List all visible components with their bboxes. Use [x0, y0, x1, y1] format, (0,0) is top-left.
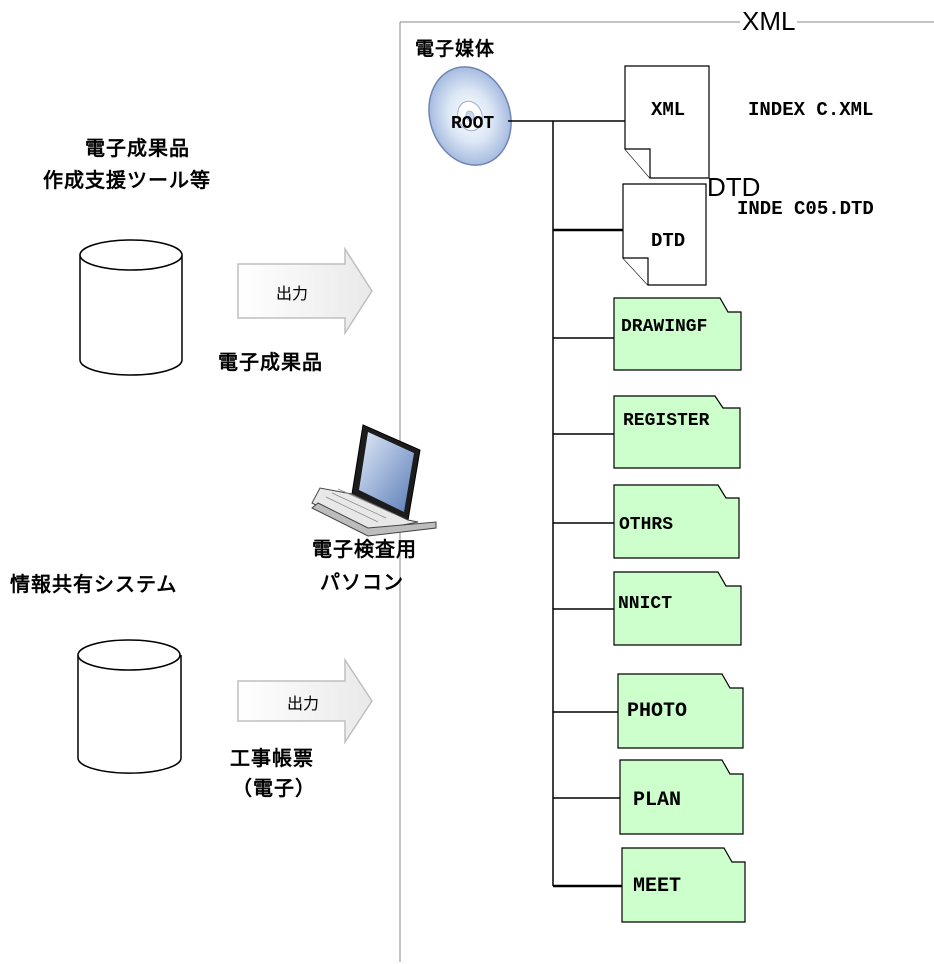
- output-arrow-label: 出力: [276, 284, 309, 303]
- file-name: INDEX C.XML: [748, 99, 874, 121]
- root-label: ROOT: [451, 114, 495, 134]
- folder-icon: [613, 571, 742, 646]
- folder-label: DRAWINGF: [621, 317, 708, 337]
- media-top-label: XML: [740, 6, 798, 37]
- folder-label: PLAN: [633, 789, 682, 812]
- database-cylinder-icon: [79, 239, 183, 376]
- folder-icon: [617, 673, 744, 749]
- folder-icon: [613, 484, 740, 559]
- laptop-icon: [311, 424, 437, 537]
- folder-icon: [613, 297, 742, 371]
- dtd-caption: DTD: [707, 172, 761, 202]
- folder-label: PHOTO: [627, 700, 688, 723]
- folder-icon: [613, 395, 741, 469]
- file-document-icon: [624, 65, 710, 179]
- tool-title: 電子成果品: [85, 136, 190, 160]
- info-system-title: 情報共有システム: [10, 572, 178, 596]
- folder-icon: [619, 759, 744, 835]
- media-title: 電子媒体: [415, 38, 496, 60]
- folder-label: REGISTER: [623, 411, 710, 431]
- inspection-pc-label-line2: パソコン: [320, 570, 404, 594]
- ledger-label: 工事帳票: [230, 746, 314, 770]
- deliverable-label: 電子成果品: [218, 350, 323, 374]
- output-arrow-icon: [237, 246, 373, 336]
- folder-label: MEET: [633, 875, 682, 898]
- file-icon-label: XML: [651, 99, 686, 121]
- folder-icon: [621, 847, 746, 923]
- tool-title-line2: 作成支援ツール等: [43, 168, 211, 192]
- ledger-label-line2: （電子）: [232, 776, 316, 800]
- folder-label: NNICT: [618, 594, 673, 614]
- tree-connectors: [508, 120, 625, 888]
- output-arrow-icon: [237, 657, 373, 745]
- cd-disc-icon: [428, 66, 512, 166]
- file-document-icon: [622, 183, 707, 286]
- inspection-pc-label: 電子検査用: [312, 537, 417, 561]
- database-cylinder-icon: [77, 639, 182, 774]
- folder-label: OTHRS: [619, 515, 674, 535]
- output-arrow-label: 出力: [287, 694, 320, 713]
- file-icon-label: DTD: [651, 230, 686, 252]
- file-name: INDE C05.DTD: [737, 198, 874, 220]
